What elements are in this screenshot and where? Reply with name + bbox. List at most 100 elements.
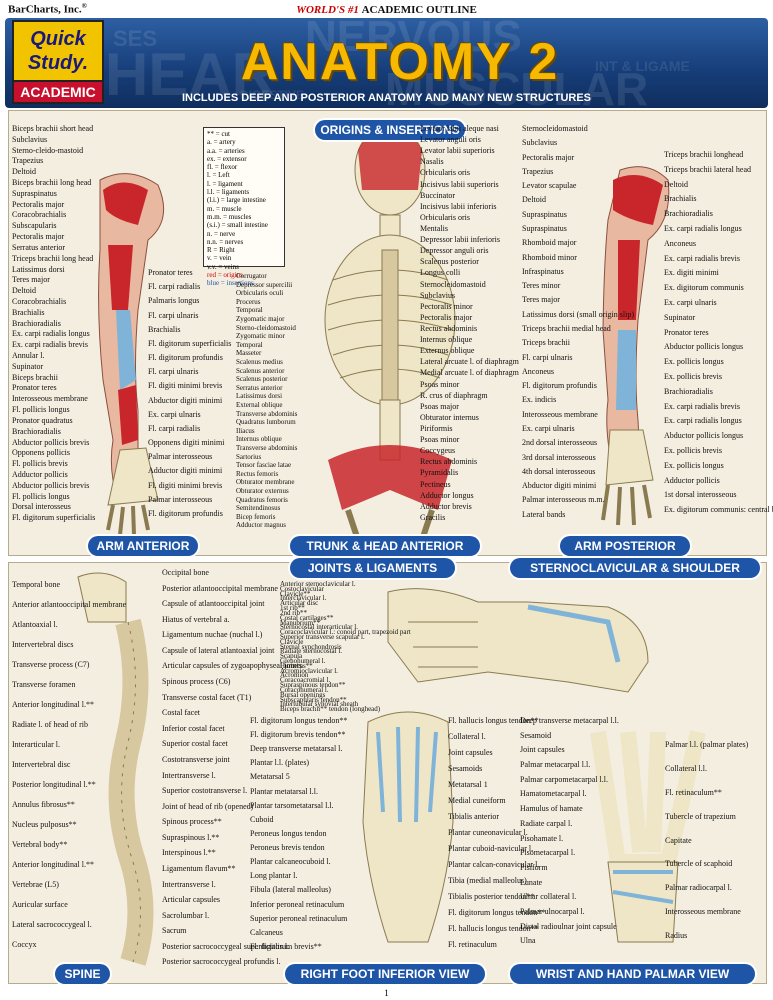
- foot-figure: [362, 711, 454, 943]
- anatomy-label: Transverse process (C7): [12, 660, 90, 669]
- legend-entry: fl. = flexor: [207, 163, 238, 172]
- anatomy-label: Collateral l.l.: [665, 763, 707, 773]
- anatomy-label: Peroneus brevis tendon: [250, 843, 325, 853]
- anatomy-label: Interspinous l.**: [162, 848, 216, 858]
- anatomy-label: Sternal synchondrosis: [280, 642, 342, 651]
- anatomy-label: Medial cuneiform: [448, 796, 506, 805]
- tagline: WORLD'S #1 ACADEMIC OUTLINE: [296, 4, 477, 16]
- anatomy-label: Obturator internus: [420, 412, 479, 422]
- anatomy-label: Superior transverse scapular l.: [280, 632, 365, 641]
- anatomy-label: Latissimus dorsi: [236, 392, 283, 401]
- anatomy-label: Costoclavicular: [280, 584, 324, 593]
- anatomy-label: Adductor digiti minimi: [148, 466, 223, 476]
- anatomy-label: Trapezius: [12, 156, 44, 166]
- lower-illustrations: [77, 572, 706, 966]
- anatomy-label: Ex. carpi radialis brevis: [664, 401, 740, 411]
- anatomy-label: Transverse abdominis: [236, 444, 298, 452]
- anatomy-label: Palmar interosseous: [148, 494, 213, 504]
- legend-entry: ** = cut: [207, 130, 230, 138]
- foot-labels-right: Fl. hallucis longus tendon**Collateral l…: [448, 716, 545, 956]
- anatomy-label: Anterior longitudinal l.**: [12, 700, 94, 709]
- anatomy-label: Mentalis: [420, 224, 448, 233]
- anatomy-label: Brachioradialis: [12, 318, 61, 328]
- legend-entry: v. = vein: [207, 254, 232, 263]
- anatomy-label: Supinator: [12, 361, 44, 371]
- anatomy-label: Latissimus dorsi: [12, 264, 65, 274]
- anatomy-label: Opponens digiti minimi: [148, 438, 225, 447]
- anatomy-label: Articular capsules of zygoapophyseal joi…: [162, 661, 302, 671]
- anatomy-label: Palmar radiocarpal l.: [665, 883, 732, 893]
- anatomy-label: Acromioclavicular l.: [280, 666, 338, 675]
- anatomy-label: Clavicle**: [280, 589, 311, 598]
- anatomy-label: Tensor fasciae latae: [236, 461, 292, 470]
- anatomy-label: Subscapularis tendon**: [280, 695, 347, 704]
- anatomy-label: Fl. digitorum profundis: [148, 508, 223, 518]
- anatomy-label: Coracobrachialis: [12, 210, 67, 220]
- anatomy-label: Supraspinatus: [12, 188, 57, 198]
- anatomy-label: Articular capsules: [162, 895, 220, 905]
- anatomy-label: Longus colli: [420, 268, 461, 278]
- anatomy-label: Deltoid: [12, 167, 36, 177]
- anatomy-label: Fl. digitorum profundis: [148, 353, 223, 362]
- anatomy-label: Posterior atlantooccipital membrane: [162, 583, 278, 593]
- anatomy-label: Plantar l.l. (plates): [250, 758, 310, 768]
- anatomy-label: Plantar cuneonavicular l.: [448, 828, 528, 837]
- anatomy-label: Abductor digiti minimi: [148, 395, 223, 405]
- anatomy-label: Abductor pollicis brevis: [12, 437, 90, 447]
- page-number: 1: [384, 988, 389, 998]
- anatomy-label: Pronator teres: [148, 268, 193, 277]
- publisher-name: BarCharts, Inc.®: [8, 2, 87, 16]
- anatomy-label: Deltoid: [522, 195, 546, 205]
- anatomy-label: Ex. carpi ulnaris: [148, 409, 201, 419]
- hand-figure: [590, 730, 706, 943]
- anatomy-label: Brachialis: [12, 307, 45, 317]
- anatomy-label: Intertransverse l.: [162, 770, 216, 780]
- anatomy-label: Spinous process (C6): [162, 677, 231, 687]
- anatomy-label: Corrugator: [236, 272, 267, 280]
- anatomy-label: Occipital bone: [162, 568, 209, 577]
- anatomy-label: 4th dorsal interosseous: [522, 466, 596, 476]
- anatomy-label: Levator scapulae: [522, 181, 577, 191]
- anatomy-label: Articular disc: [280, 599, 319, 608]
- anatomy-label: Levator labii superioris: [420, 146, 495, 156]
- anatomy-label: Posterior sacrococcygeal superficialis l…: [162, 941, 290, 951]
- anatomy-label: Fl. digiti minimi brevis: [148, 381, 223, 391]
- anatomy-label: Superior peroneal retinaculum: [250, 913, 348, 923]
- anatomy-label: Subclavius: [420, 290, 456, 300]
- anatomy-label: Medial arcuate l. of diaphragm: [420, 368, 519, 378]
- arm-posterior-figure: [601, 166, 670, 526]
- anatomy-label: 3rd dorsal interosseous: [522, 452, 596, 462]
- anatomy-label: Tubercle of scaphoid: [665, 859, 733, 869]
- section-banner-arm-posterior: ARM POSTERIOR: [560, 536, 690, 556]
- anatomy-label: Sternocostal interarticular l.: [280, 623, 358, 632]
- anatomy-label: Ex. carpi radialis longus: [664, 224, 742, 233]
- anatomy-label: Masseter: [236, 349, 262, 358]
- anatomy-label: Annulus fibrosus**: [12, 800, 75, 809]
- anatomy-label: Sternocleidomastoid: [522, 124, 588, 133]
- anatomy-label: Quadratus lumborum: [236, 418, 296, 427]
- anatomy-label: Anterior sternoclavicular l.: [280, 580, 356, 588]
- page-subtitle: INCLUDES DEEP AND POSTERIOR ANATOMY AND …: [181, 92, 592, 104]
- legend-entry: n.n. = nerves: [207, 237, 244, 246]
- section-banner-joints: JOINTS & LIGAMENTS: [290, 558, 455, 578]
- anatomy-label: Acromion: [280, 671, 309, 680]
- anatomy-label: Fl. digiti minimi brevis: [148, 480, 223, 490]
- anatomy-label: Gracilis: [420, 512, 446, 522]
- anatomy-label: Coracobrachialis: [12, 296, 67, 306]
- anatomy-label: Humerus**: [280, 661, 313, 670]
- legend-entry: a. = artery: [207, 138, 236, 147]
- anatomy-label: Adductor pollicis: [664, 475, 720, 485]
- anatomy-label: Palmar interosseous m.m.: [522, 495, 605, 505]
- anatomy-label: Ex. carpi radialis longus: [12, 329, 90, 339]
- anatomy-label: Ex. pollicis longus: [664, 460, 724, 470]
- anatomy-label: Tibialis anterior: [448, 812, 500, 821]
- anatomy-label: Long plantar l.: [250, 871, 298, 881]
- anatomy-label: Psoas minor: [420, 435, 460, 445]
- anatomy-label: Transverse costal facet (T1): [162, 692, 252, 702]
- section-banner-trunk-head: TRUNK & HEAD ANTERIOR: [290, 536, 480, 556]
- anatomy-label: Coracohumeral l.: [280, 685, 329, 694]
- anatomy-label: Fl. hallucis longus tendon**: [448, 716, 539, 725]
- anatomy-label: Orbicularis oris: [420, 212, 470, 222]
- bg-word: NERVOUS: [305, 18, 522, 61]
